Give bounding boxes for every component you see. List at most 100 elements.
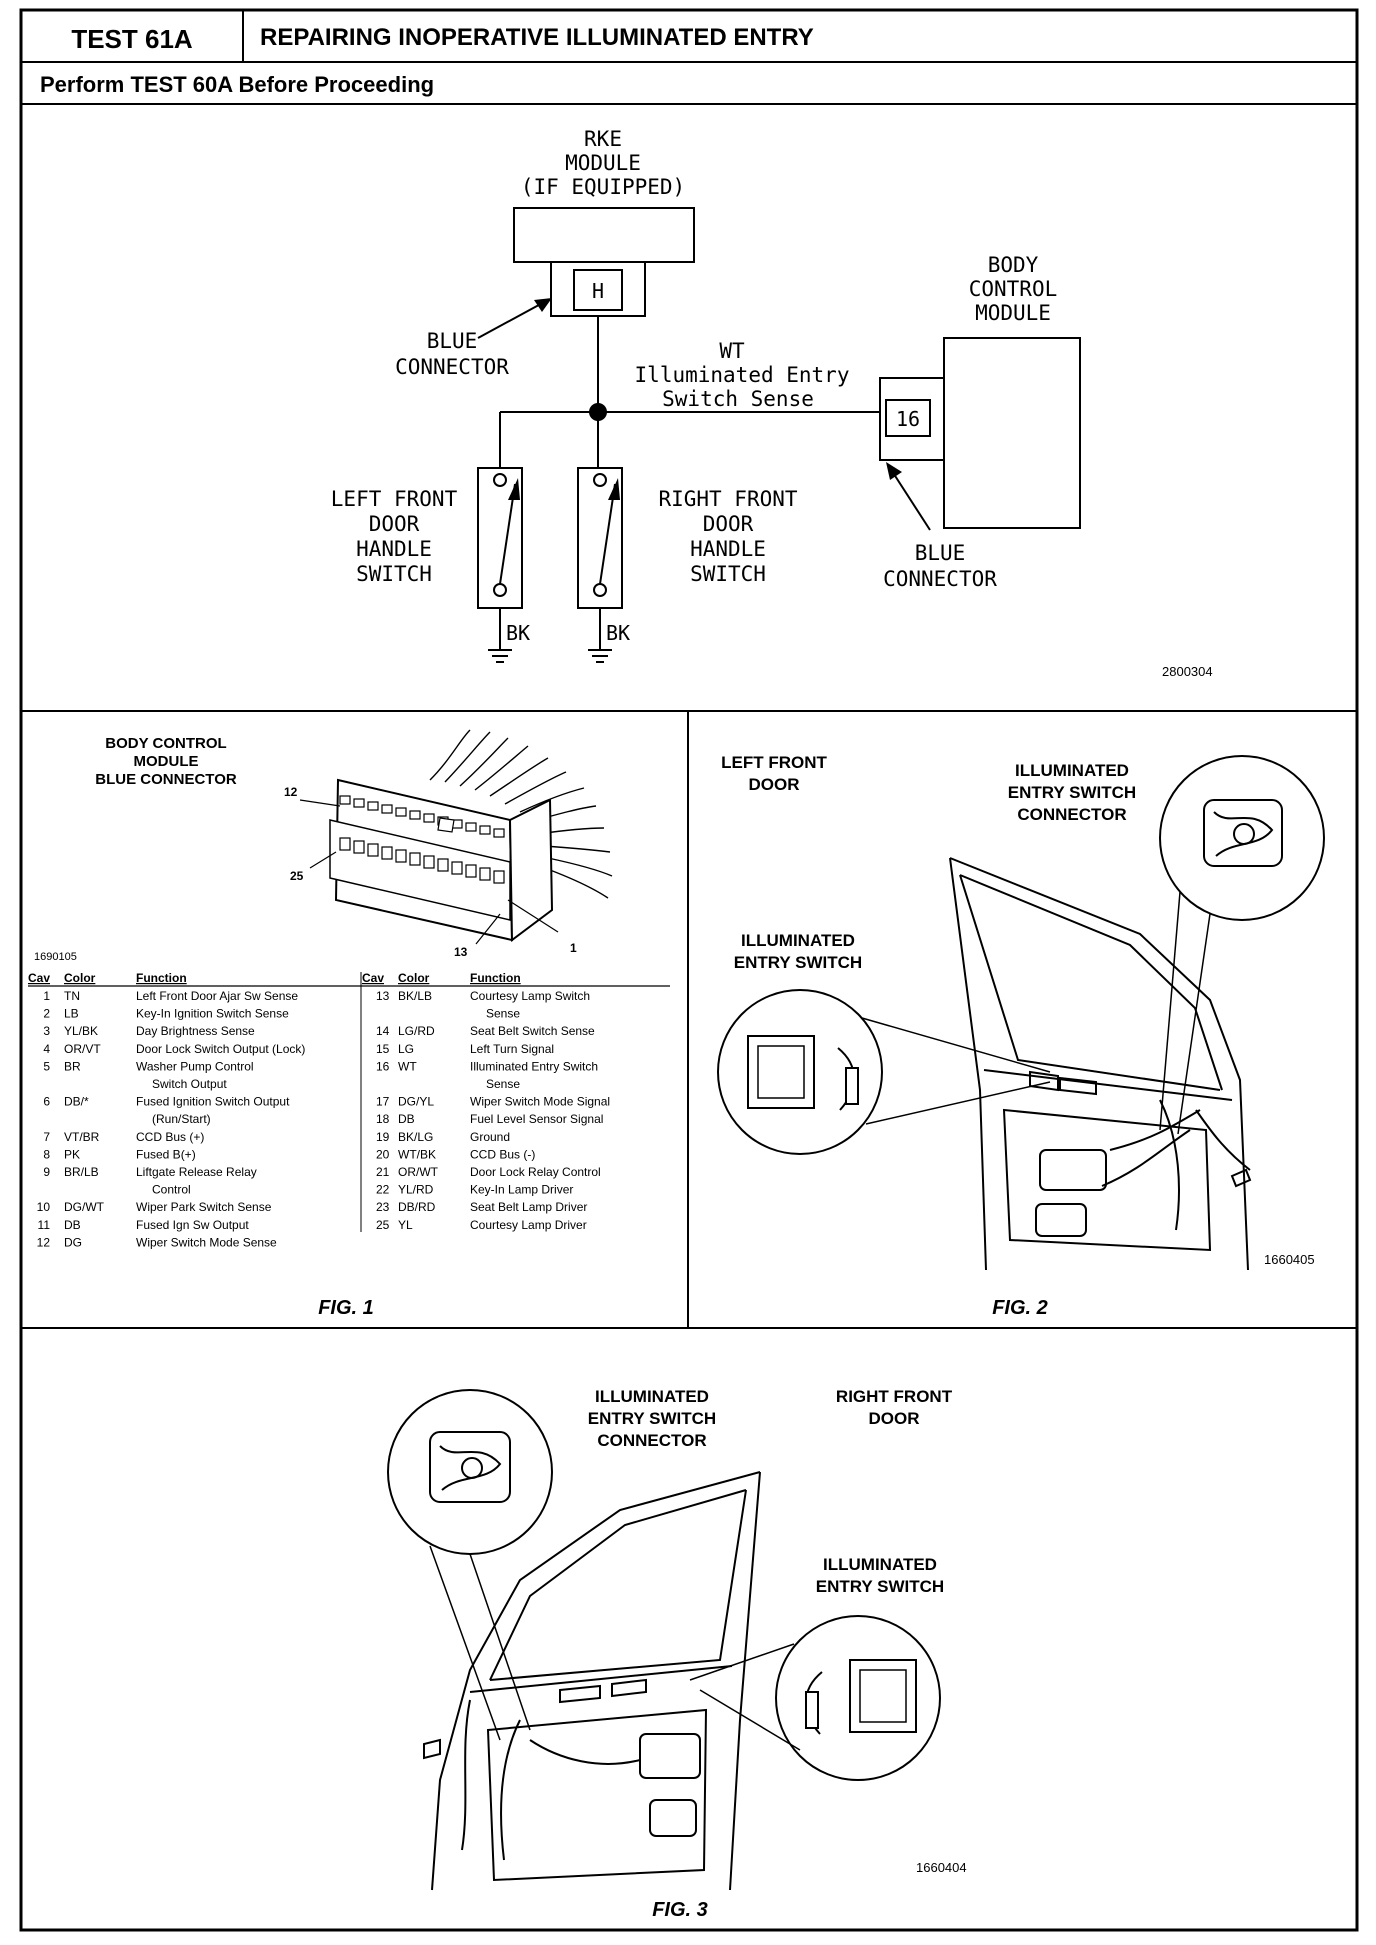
svg-text:DOOR: DOOR [369, 512, 420, 536]
cavity-number: 1 [43, 989, 50, 1003]
fig3-ref: 1660404 [916, 1860, 967, 1875]
ground-symbol-left [488, 649, 512, 663]
svg-text:ILLUMINATED: ILLUMINATED [741, 931, 855, 950]
svg-text:RIGHT FRONT: RIGHT FRONT [658, 487, 797, 511]
cavity-function: Wiper Switch Mode Signal [470, 1095, 610, 1109]
bcm-pin-label: 16 [896, 407, 920, 431]
wire-color: YL [398, 1218, 413, 1232]
cavity-number: 3 [43, 1024, 50, 1038]
right-door-switch [577, 467, 623, 609]
arrow-blue-connector-right [889, 467, 931, 531]
svg-text:Illuminated Entry: Illuminated Entry [635, 363, 850, 387]
cavity-number: 20 [376, 1147, 390, 1161]
cavity-function: Fuel Level Sensor Signal [470, 1112, 603, 1126]
cavity-number: 21 [376, 1165, 390, 1179]
wire-color: DG/WT [64, 1200, 105, 1214]
cavity-number: 11 [38, 1218, 51, 1232]
fig3-caption: FIG. 3 [652, 1899, 708, 1921]
pin-1-label: 1 [570, 941, 577, 955]
cavity-number: 16 [376, 1059, 390, 1073]
fig2-door-label: LEFT FRONT DOOR [721, 753, 827, 794]
svg-text:DOOR: DOOR [749, 775, 800, 794]
svg-text:BLUE CONNECTOR: BLUE CONNECTOR [95, 771, 237, 788]
wire-color: WT/BK [398, 1147, 436, 1161]
svg-text:ILLUMINATED: ILLUMINATED [595, 1387, 709, 1406]
svg-text:(IF EQUIPPED): (IF EQUIPPED) [521, 175, 685, 199]
cavity-function: Key-In Ignition Switch Sense [136, 1007, 289, 1021]
fig1: BODY CONTROL MODULE BLUE CONNECTOR [28, 729, 670, 1319]
svg-text:SWITCH: SWITCH [356, 562, 432, 586]
cavity-function: Sense [486, 1007, 520, 1021]
cavity-function: CCD Bus (+) [136, 1130, 204, 1144]
cavity-number: 8 [43, 1147, 50, 1161]
cavity-number: 6 [43, 1095, 50, 1109]
svg-text:BODY CONTROL: BODY CONTROL [105, 735, 226, 752]
rke-label: RKE MODULE (IF EQUIPPED) [521, 127, 685, 199]
svg-text:DOOR: DOOR [869, 1409, 920, 1428]
cavity-function: Key-In Lamp Driver [470, 1183, 573, 1197]
test-id: TEST 61A [71, 24, 193, 54]
cavity-number: 13 [376, 989, 390, 1003]
cavity-function: Seat Belt Switch Sense [470, 1024, 595, 1038]
svg-text:LEFT FRONT: LEFT FRONT [721, 753, 827, 772]
wire-color: LB [64, 1007, 79, 1021]
pin-13-label: 13 [454, 945, 468, 959]
svg-text:CONNECTOR: CONNECTOR [597, 1431, 706, 1450]
schematic: RKE MODULE (IF EQUIPPED) H BLUE CONNECTO… [331, 127, 1213, 679]
right-front-door-illustration [423, 1471, 761, 1891]
cavity-function: Courtesy Lamp Driver [470, 1218, 587, 1232]
fig3-door-label: RIGHT FRONT DOOR [836, 1387, 953, 1428]
left-door-switch [477, 467, 523, 609]
page-frame [19, 8, 1359, 1932]
wire-color: WT [398, 1059, 417, 1073]
cavity-function: Seat Belt Lamp Driver [470, 1200, 587, 1214]
wire-color: DG [64, 1235, 82, 1249]
svg-text:BLUE: BLUE [427, 329, 478, 353]
page-title: REPAIRING INOPERATIVE ILLUMINATED ENTRY [260, 24, 814, 51]
cavity-function: Left Turn Signal [470, 1042, 554, 1056]
cavity-number: 19 [376, 1130, 390, 1144]
svg-text:Switch Sense: Switch Sense [662, 387, 814, 411]
bcm-pin-box [885, 399, 931, 437]
fig3-switch-callout [689, 1615, 941, 1781]
arrow-blue-connector-left [477, 299, 549, 339]
cavity-number: 22 [376, 1183, 390, 1197]
cavity-function: Door Lock Switch Output (Lock) [136, 1042, 305, 1056]
fig2-caption: FIG. 2 [992, 1297, 1048, 1319]
wire-color: BK/LG [398, 1130, 433, 1144]
svg-text:ENTRY SWITCH: ENTRY SWITCH [1008, 783, 1136, 802]
cavity-number: 12 [37, 1235, 51, 1249]
svg-text:Cav: Cav [28, 971, 50, 985]
svg-text:CONNECTOR: CONNECTOR [1017, 805, 1126, 824]
svg-text:MODULE: MODULE [565, 151, 641, 175]
cavity-number: 7 [43, 1130, 50, 1144]
fig2-connector-label: ILLUMINATED ENTRY SWITCH CONNECTOR [1008, 761, 1136, 824]
fig3-switch-label: ILLUMINATED ENTRY SWITCH [816, 1555, 944, 1596]
fig2-ref: 1660405 [1264, 1252, 1315, 1267]
cavity-number: 14 [376, 1024, 390, 1038]
svg-text:LEFT FRONT: LEFT FRONT [331, 487, 458, 511]
svg-text:CONNECTOR: CONNECTOR [395, 355, 509, 379]
fig1-ref: 1690105 [34, 951, 77, 963]
wire-color: BK/LB [398, 989, 432, 1003]
svg-text:RIGHT FRONT: RIGHT FRONT [836, 1387, 953, 1406]
blue-connector-illustration [299, 729, 613, 945]
svg-text:BLUE: BLUE [915, 541, 966, 565]
